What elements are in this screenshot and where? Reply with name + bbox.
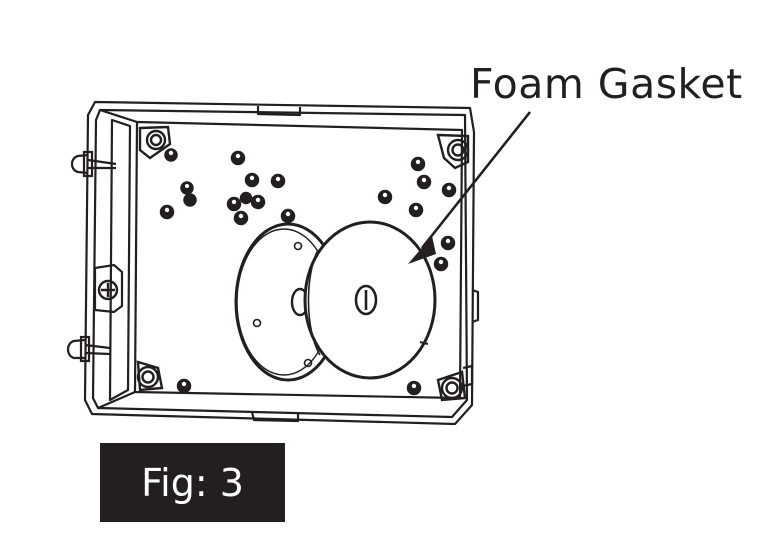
top-tab [256,106,302,117]
right-side-latch [462,364,474,388]
figure-label: Fig: 3 [141,460,244,505]
corner-boss-bottom-right [436,370,467,402]
callout-arrow [408,111,532,264]
corner-boss-top-left [138,125,172,160]
mounting-hole [183,193,197,207]
right-side-lug [471,288,480,324]
bottom-tab [250,411,300,423]
callout-label: Foam Gasket [470,60,743,108]
enclosure-left-wall [97,108,138,410]
corner-boss-bottom-left [136,360,164,392]
mounting-hole [239,191,253,205]
foam-gasket [303,220,437,380]
enclosure-outer-frame [83,100,476,426]
hinge-pin-bottom [66,335,111,363]
side-mount-screw [93,263,124,314]
figure-label-box: Fig: 3 [100,443,285,522]
corner-boss-top-right [436,133,470,170]
hinge-pin-top [70,150,117,178]
